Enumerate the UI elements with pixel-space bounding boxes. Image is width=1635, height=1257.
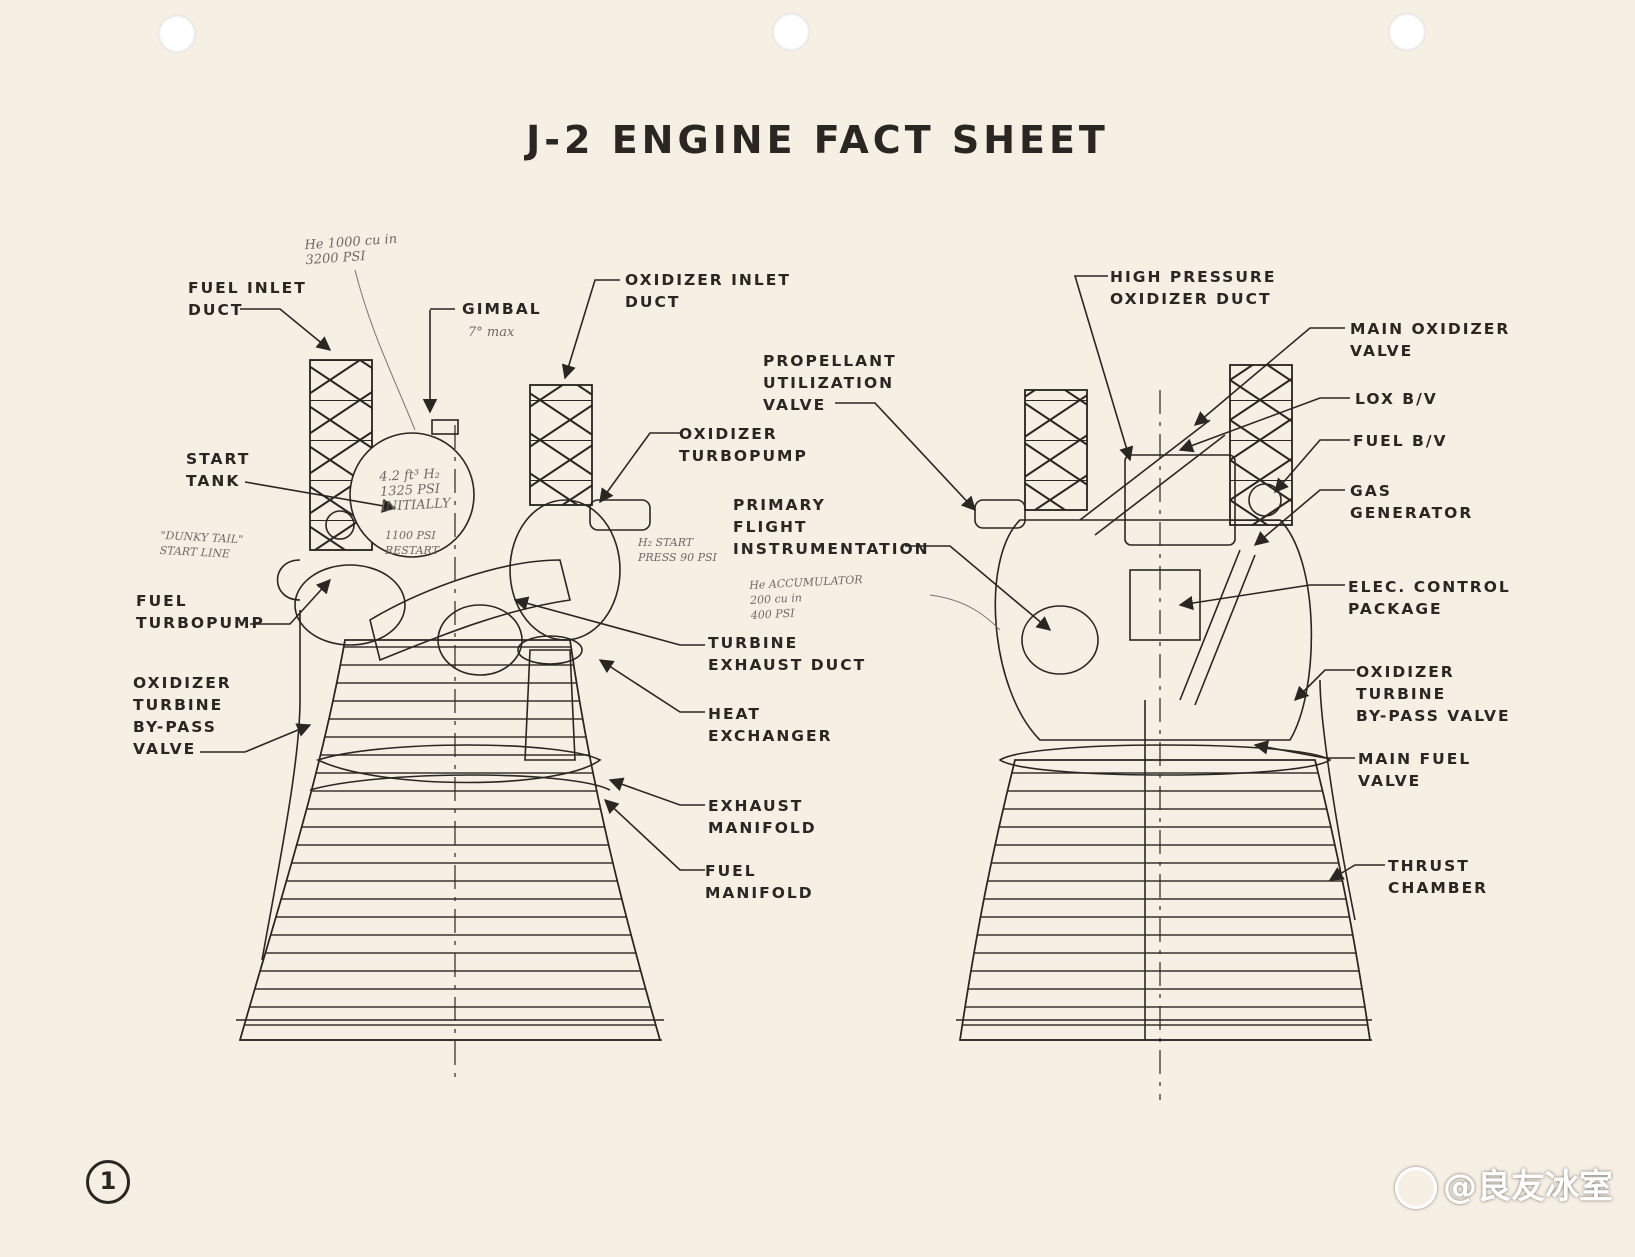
label-fuel-turbopump: FUEL TURBOPUMP bbox=[136, 592, 265, 632]
label-turbine-exhaust-duct: TURBINE EXHAUST DUCT bbox=[708, 634, 867, 674]
label-oxidizer-turbopump: OXIDIZER TURBOPUMP bbox=[679, 425, 808, 465]
label-propellant-utilization-valve: PROPELLANT UTILIZATION VALVE bbox=[763, 352, 897, 414]
label-start-tank: START TANK bbox=[186, 450, 251, 490]
label-oxidizer-turbine-bypass-valve-left: OXIDIZER TURBINE BY-PASS VALVE bbox=[133, 674, 232, 758]
label-main-oxidizer-valve: MAIN OXIDIZER VALVE bbox=[1350, 320, 1511, 360]
binder-hole-left bbox=[158, 15, 196, 53]
label-lox-bv: LOX B/V bbox=[1355, 390, 1438, 408]
watermark: @良友冰室 bbox=[1395, 1159, 1613, 1209]
note-h2-start: H₂ START PRESS 90 PSI bbox=[638, 536, 717, 564]
note-restart: 1100 PSI RESTART bbox=[385, 529, 439, 557]
note-dunky-tail: "DUNKY TAIL" START LINE bbox=[159, 528, 244, 561]
label-fuel-inlet-duct: FUEL INLET DUCT bbox=[188, 279, 307, 319]
right-engine-view bbox=[956, 364, 1372, 1100]
label-oxidizer-inlet-duct: OXIDIZER INLET DUCT bbox=[625, 271, 791, 311]
left-leader-lines bbox=[200, 279, 705, 871]
watermark-text: @良友冰室 bbox=[1443, 1166, 1613, 1207]
label-heat-exchanger: HEAT EXCHANGER bbox=[708, 705, 833, 745]
label-elec-control-package: ELEC. CONTROL PACKAGE bbox=[1348, 578, 1511, 618]
page-title: J-2 ENGINE FACT SHEET bbox=[526, 118, 1109, 162]
label-gimbal: GIMBAL bbox=[462, 300, 542, 318]
label-main-fuel-valve: MAIN FUEL VALVE bbox=[1358, 750, 1472, 790]
pencil-marks bbox=[354, 269, 1001, 631]
binder-hole-center bbox=[772, 13, 810, 51]
label-primary-flight-instrumentation: PRIMARY FLIGHT INSTRUMENTATION bbox=[733, 496, 930, 558]
label-fuel-manifold: FUEL MANIFOLD bbox=[705, 862, 814, 902]
right-leader-lines bbox=[835, 275, 1385, 881]
label-gas-generator: GAS GENERATOR bbox=[1350, 482, 1474, 522]
left-engine-view bbox=[236, 359, 664, 1080]
note-start-tank-spec: 4.2 ft³ H₂ 1325 PSI INITIALLY bbox=[378, 466, 451, 515]
binder-hole-right bbox=[1388, 13, 1426, 51]
note-gimbal-limit: 7° max bbox=[468, 325, 515, 340]
note-he-accumulator: He ACCUMULATOR 200 cu in 400 PSI bbox=[748, 573, 863, 622]
label-exhaust-manifold: EXHAUST MANIFOLD bbox=[708, 797, 817, 837]
label-high-pressure-oxidizer-duct: HIGH PRESSURE OXIDIZER DUCT bbox=[1110, 268, 1277, 308]
watermark-logo-icon bbox=[1395, 1167, 1437, 1209]
label-thrust-chamber: THRUST CHAMBER bbox=[1388, 857, 1489, 897]
label-fuel-bv: FUEL B/V bbox=[1353, 432, 1448, 450]
label-oxidizer-turbine-bypass-valve-right: OXIDIZER TURBINE BY-PASS VALVE bbox=[1356, 663, 1511, 725]
page-number: 1 bbox=[86, 1160, 130, 1204]
